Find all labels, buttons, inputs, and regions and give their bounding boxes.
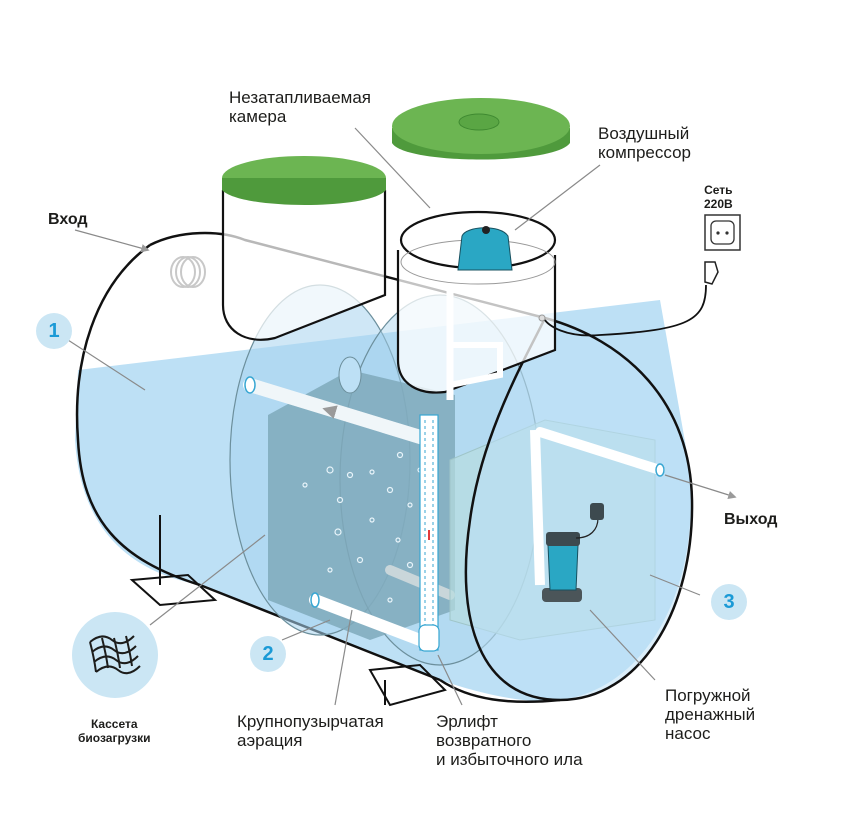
tank-left-end xyxy=(75,243,441,682)
label-line: Незатапливаемая xyxy=(229,88,372,107)
air-bubbles xyxy=(302,451,423,603)
unheated-chamber xyxy=(396,210,557,400)
air-compressor xyxy=(457,226,513,271)
label-air-compressor: Воздушный компрессор xyxy=(598,124,691,162)
label-bio-cassette: Кассета биозагрузки xyxy=(78,717,150,745)
label-line: Эрлифт xyxy=(436,712,498,731)
label-drain-pump: Погружной дренажный насос xyxy=(665,686,755,743)
tank-supports xyxy=(129,515,447,707)
label-line: компрессор xyxy=(598,143,691,162)
return-sludge-pipe xyxy=(243,376,437,447)
label-line: Сеть xyxy=(704,183,733,197)
label-line: насос xyxy=(665,724,711,743)
power-socket-icon xyxy=(704,214,741,251)
label-line: и избыточного ила xyxy=(436,750,583,769)
zone-badge-2: 2 xyxy=(250,636,286,672)
compressor-lid xyxy=(392,98,570,160)
airlift-pipe xyxy=(418,414,440,652)
label-line: Воздушный xyxy=(598,124,690,143)
label-outlet: Выход xyxy=(724,511,778,528)
power-plug-icon xyxy=(544,261,719,337)
label-line: возвратного xyxy=(436,731,532,750)
label-line: Кассета xyxy=(90,717,138,731)
pump-chamber xyxy=(449,316,694,702)
drain-pump xyxy=(542,503,604,602)
label-airlift: Эрлифт возвратного и избыточного ила xyxy=(436,712,583,769)
label-line: 220В xyxy=(704,197,733,211)
zone-badge-1: 1 xyxy=(36,313,72,349)
label-line: биозагрузки xyxy=(78,731,151,745)
leader-lines xyxy=(67,127,737,706)
label-line: Погружной xyxy=(665,686,751,705)
mesh-icon xyxy=(89,635,141,675)
label-line: Крупнопузырчатая xyxy=(237,712,384,731)
inlet-pipe xyxy=(170,256,206,288)
label-power-220v: Сеть 220В xyxy=(704,183,733,211)
zone-badge-3: 3 xyxy=(711,584,747,620)
label-line: дренажный xyxy=(665,705,756,724)
label-inlet: Вход xyxy=(48,211,88,228)
tank-right-end xyxy=(464,316,694,702)
label-line: аэрация xyxy=(237,731,303,750)
label-line: камера xyxy=(229,107,287,126)
left-riser xyxy=(221,156,387,341)
label-unheated-chamber: Незатапливаемая камера xyxy=(229,88,371,126)
tank-outline-bottom xyxy=(439,678,561,704)
label-coarse-aeration: Крупнопузырчатая аэрация xyxy=(237,712,384,750)
bio-cassette-icon xyxy=(72,612,158,698)
